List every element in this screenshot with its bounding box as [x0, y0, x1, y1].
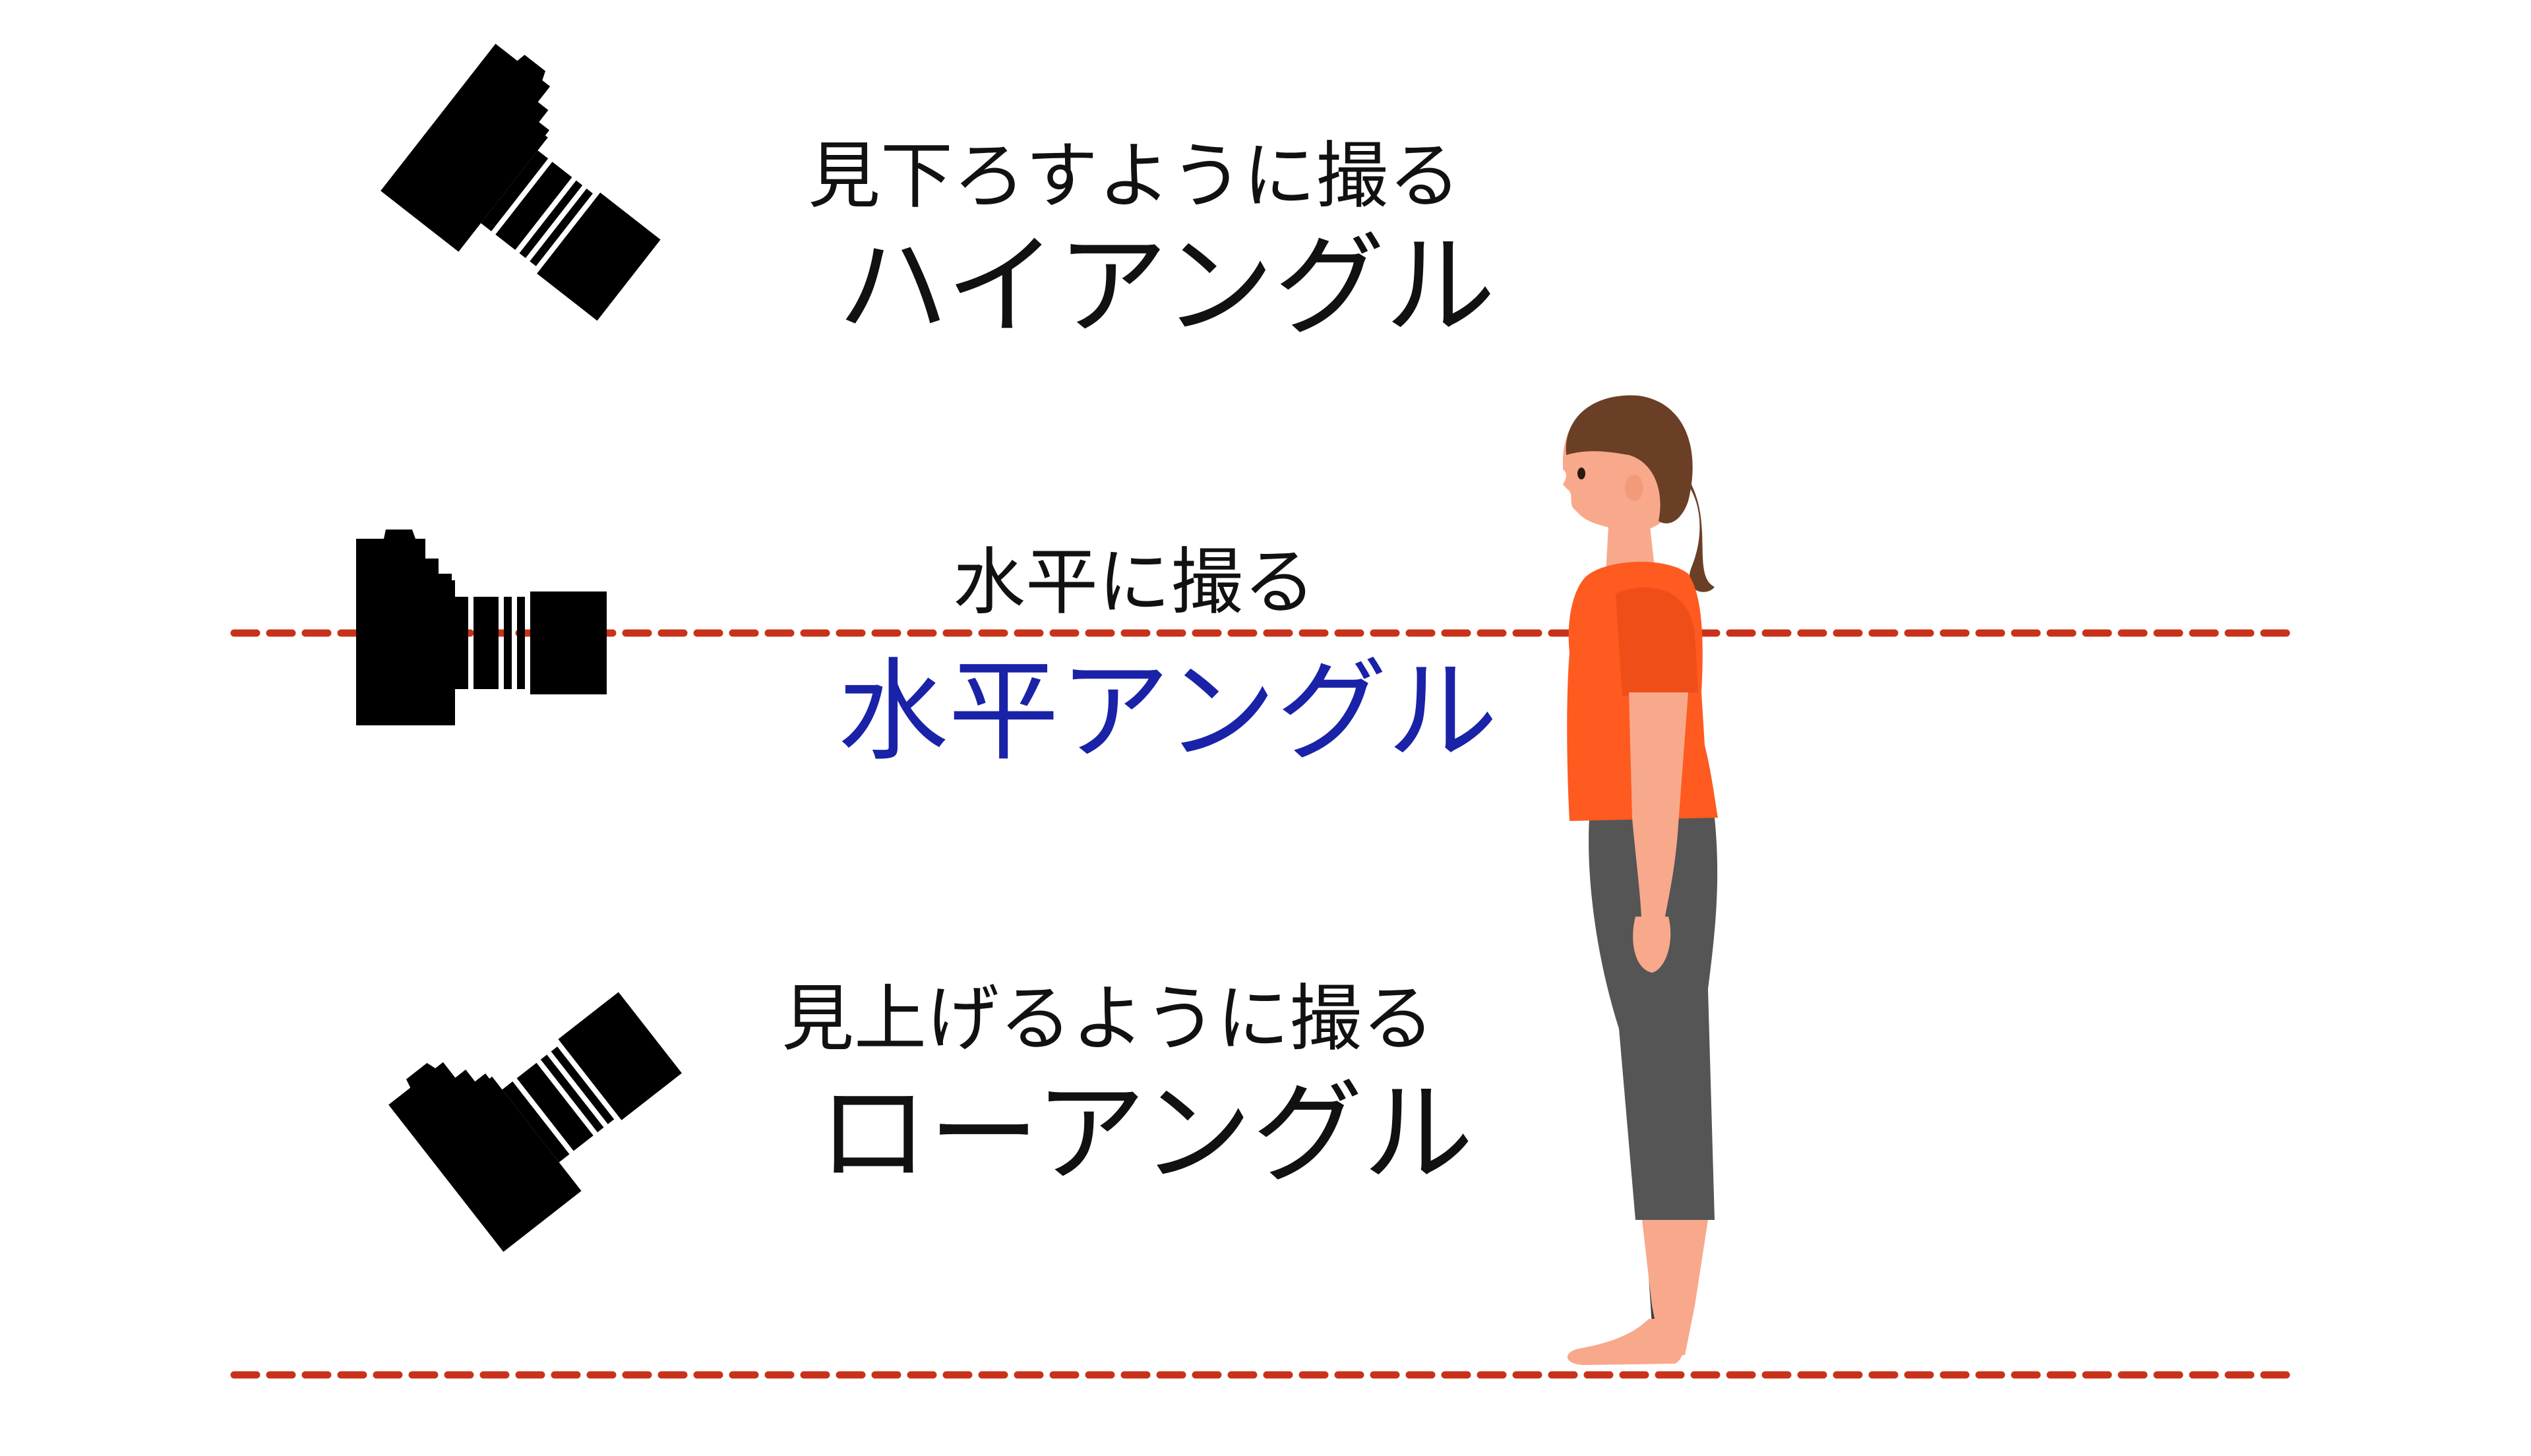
standing-woman-figure: [1563, 395, 1718, 1365]
level-caption: 水平に撮る: [953, 540, 1316, 624]
low-angle-title: ローアングル: [818, 1069, 1474, 1198]
level-angle-title: 水平アングル: [838, 647, 1498, 776]
low-angle-caption: 見上げるように撮る: [781, 977, 1434, 1061]
level-camera-icon: [356, 530, 607, 725]
high-angle-title: ハイアングル: [838, 222, 1496, 351]
high-angle-caption: 見下ろすように撮る: [808, 134, 1461, 218]
high-angle-camera-icon: [381, 36, 699, 346]
low-angle-camera-icon: [382, 943, 701, 1252]
